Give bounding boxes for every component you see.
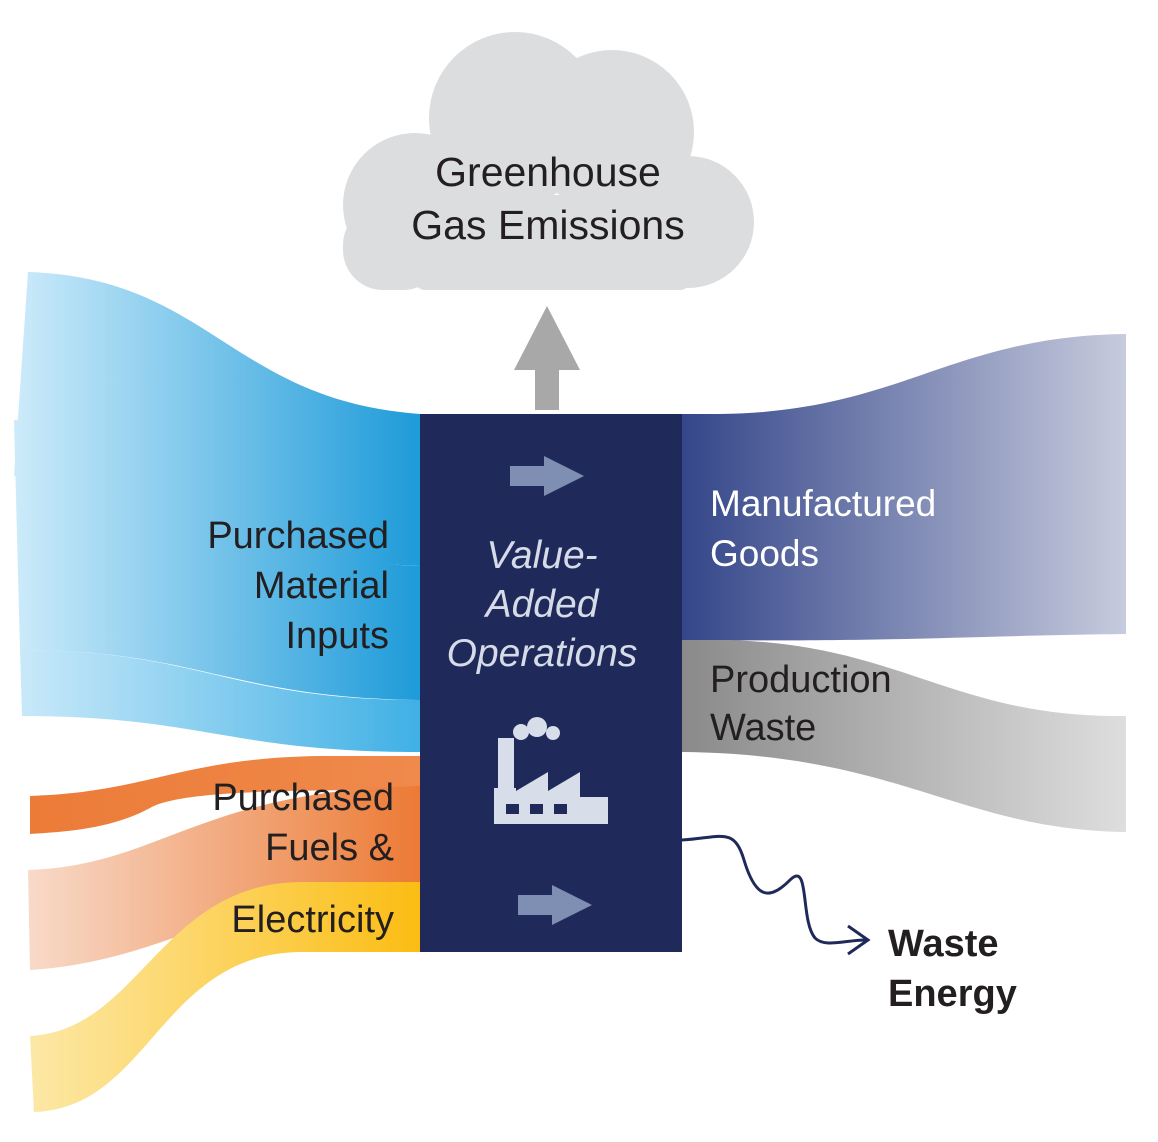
flow-arrow-bottom-icon	[518, 885, 592, 925]
material-flow-band-bottom	[20, 650, 420, 752]
electricity-flow-band	[30, 882, 420, 1112]
value-added-operations-box	[420, 414, 682, 952]
waste-label-line2: Waste	[710, 707, 816, 749]
fuel-flow-band-thin	[30, 756, 420, 834]
emission-up-arrow	[514, 306, 580, 410]
fuels-label-line2: Fuels &	[265, 827, 394, 869]
operations-label-line1: Value-	[486, 534, 597, 577]
operations-label-line2: Added	[484, 583, 600, 626]
waste-energy-label-line2: Energy	[888, 973, 1017, 1015]
material-flow-band-top	[14, 272, 420, 566]
material-input-flows	[14, 272, 420, 752]
waste-energy-arrow	[681, 834, 871, 956]
electricity-label: Electricity	[231, 899, 394, 941]
material-label-line2: Material	[254, 565, 389, 607]
goods-label-line2: Goods	[710, 533, 819, 574]
energy-input-flows	[28, 756, 420, 1112]
waste-energy-label-line1: Waste	[888, 923, 999, 965]
manufactured-goods-flow	[682, 334, 1126, 641]
material-label-line3: Inputs	[285, 615, 389, 657]
cloud-label-line2: Gas Emissions	[411, 202, 684, 248]
cloud-shape	[343, 32, 754, 290]
operations-label-line3: Operations	[447, 632, 638, 675]
production-waste-flow	[682, 640, 1126, 832]
goods-label-line1: Manufactured	[710, 483, 936, 524]
cloud-label-line1: Greenhouse	[435, 149, 661, 195]
material-label-line1: Purchased	[207, 515, 389, 557]
waste-label-line1: Production	[710, 659, 892, 701]
output-flows	[682, 334, 1126, 832]
fuels-label-line1: Purchased	[212, 777, 394, 819]
factory-icon	[494, 717, 608, 824]
flow-arrow-top-icon	[510, 456, 584, 496]
material-flow-band-middle	[14, 420, 420, 700]
fuel-flow-band-wide	[28, 786, 420, 970]
